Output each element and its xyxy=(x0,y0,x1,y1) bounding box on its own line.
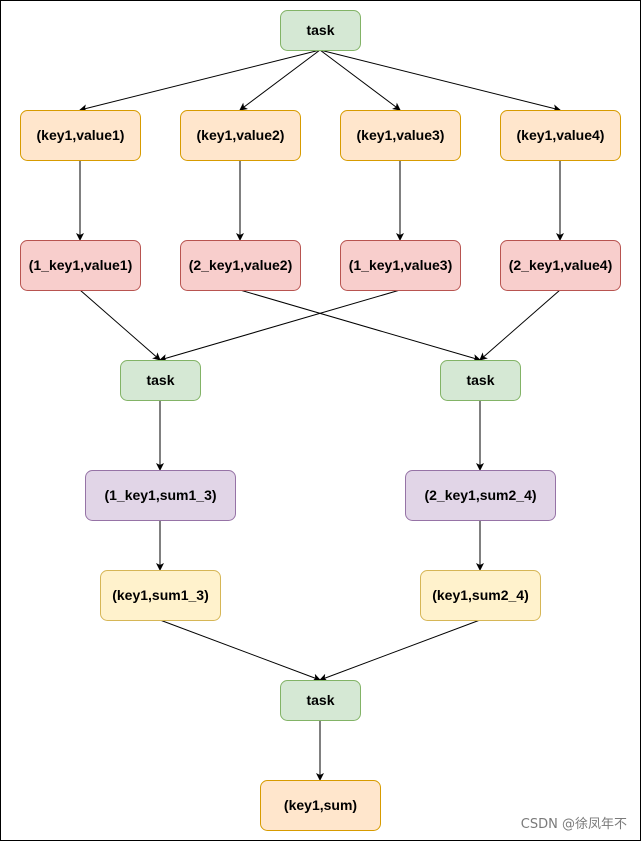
edge-ksum24-to-task-bottom xyxy=(319,619,481,682)
edge-pkv3-to-task-left xyxy=(159,289,401,362)
node-final: (key1,sum) xyxy=(260,780,381,831)
edge-ksum13-to-task-bottom xyxy=(159,619,321,682)
node-box-kv4 xyxy=(500,110,621,161)
node-label-pkv3: (1_key1,value3) xyxy=(349,257,453,273)
node-pkv4: (2_key1,value4) xyxy=(500,240,621,291)
edge-task-top-to-kv1 xyxy=(79,49,321,113)
node-kv2: (key1,value2) xyxy=(180,110,301,161)
node-label-ksum13: (key1,sum1_3) xyxy=(112,587,209,603)
node-label-pkv1: (1_key1,value1) xyxy=(29,257,133,273)
edge-pkv2-to-task-right xyxy=(239,289,481,362)
node-label-kv2: (key1,value2) xyxy=(197,127,285,143)
node-kv1: (key1,value1) xyxy=(20,110,141,161)
node-task-top: task xyxy=(280,10,361,51)
node-label-pkv2: (2_key1,value2) xyxy=(189,257,293,273)
edges-layer xyxy=(76,49,564,781)
node-label-final: (key1,sum) xyxy=(284,797,357,813)
node-box-pkv4 xyxy=(500,240,621,291)
node-task-bottom: task xyxy=(280,680,361,721)
node-label-task-left: task xyxy=(146,372,174,388)
node-box-task-top xyxy=(280,10,361,51)
edge-task-top-to-kv4 xyxy=(319,49,561,113)
node-label-kv1: (key1,value1) xyxy=(37,127,125,143)
node-pkv3: (1_key1,value3) xyxy=(340,240,461,291)
node-box-sum13 xyxy=(85,470,236,521)
node-box-task-left xyxy=(120,360,201,401)
node-box-pkv1 xyxy=(20,240,141,291)
node-box-ksum13 xyxy=(100,570,221,621)
node-box-ksum24 xyxy=(420,570,541,621)
node-label-sum13: (1_key1,sum1_3) xyxy=(104,487,216,503)
nodes-layer: task (key1,value1) (key1,value2) (key1,valu… xyxy=(20,10,621,831)
node-label-task-top: task xyxy=(306,22,334,38)
node-box-pkv3 xyxy=(340,240,461,291)
edge-task-top-to-kv2 xyxy=(239,49,321,111)
node-box-kv1 xyxy=(20,110,141,161)
node-ksum13: (key1,sum1_3) xyxy=(100,570,221,621)
node-label-pkv4: (2_key1,value4) xyxy=(509,257,613,273)
node-label-task-bottom: task xyxy=(306,692,334,708)
node-label-task-right: task xyxy=(466,372,494,388)
edge-pkv4-to-task-right xyxy=(479,289,561,361)
node-box-task-bottom xyxy=(280,680,361,721)
node-pkv2: (2_key1,value2) xyxy=(180,240,301,291)
node-label-sum24: (2_key1,sum2_4) xyxy=(424,487,536,503)
node-box-pkv2 xyxy=(180,240,301,291)
node-label-kv3: (key1,value3) xyxy=(357,127,445,143)
node-sum24: (2_key1,sum2_4) xyxy=(405,470,556,521)
node-sum13: (1_key1,sum1_3) xyxy=(85,470,236,521)
node-label-kv4: (key1,value4) xyxy=(517,127,605,143)
node-box-kv2 xyxy=(180,110,301,161)
watermark-text: CSDN @徐凤年不 xyxy=(521,817,627,832)
node-pkv1: (1_key1,value1) xyxy=(20,240,141,291)
edge-task-top-to-kv3 xyxy=(319,49,401,111)
node-task-right: task xyxy=(440,360,521,401)
node-box-sum24 xyxy=(405,470,556,521)
node-kv4: (key1,value4) xyxy=(500,110,621,161)
node-box-task-right xyxy=(440,360,521,401)
node-task-left: task xyxy=(120,360,201,401)
node-box-kv3 xyxy=(340,110,461,161)
node-label-ksum24: (key1,sum2_4) xyxy=(432,587,529,603)
node-ksum24: (key1,sum2_4) xyxy=(420,570,541,621)
node-box-final xyxy=(260,780,381,831)
edge-pkv1-to-task-left xyxy=(79,289,161,361)
node-kv3: (key1,value3) xyxy=(340,110,461,161)
